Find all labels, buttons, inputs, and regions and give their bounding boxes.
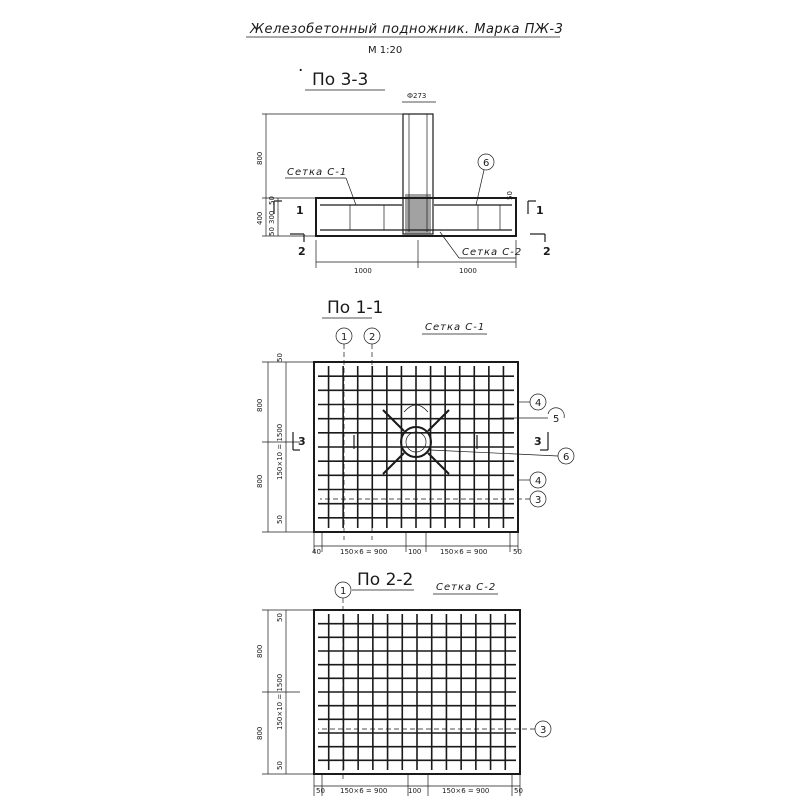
bubble-6-leader	[429, 449, 559, 457]
dim-900-left: 150×6 = 900	[340, 787, 387, 795]
dim-50-bottom: 50	[268, 227, 276, 236]
diagonal-bar	[382, 409, 405, 432]
dim-small-50: 50	[506, 191, 514, 200]
bar-5-arc	[403, 404, 429, 413]
pipe-diameter-label: Ф273	[407, 92, 426, 100]
drawing-scale: М 1:20	[368, 45, 402, 56]
cut-label-3-right: 3	[534, 435, 542, 448]
mesh-c1-grid	[318, 366, 514, 528]
diagonal-bar	[382, 452, 405, 475]
cut-label-2-left: 2	[298, 245, 306, 258]
callout-bubble-4b-text: 4	[535, 476, 541, 487]
mesh-c2-grid	[318, 614, 516, 770]
mesh-c1-frame	[313, 361, 519, 533]
dim-50-top: 50	[276, 353, 284, 362]
dim-50-right: 50	[513, 548, 522, 556]
dim-50-top: 50	[268, 196, 276, 205]
callout-bubble-3-text: 3	[540, 725, 546, 736]
callout-bubble-3-text: 3	[535, 495, 541, 506]
footing-slab	[315, 197, 517, 237]
dim-1500: 150×10 = 1500	[276, 424, 284, 480]
callout-6-leader	[475, 169, 485, 206]
diagonal-bar	[427, 409, 450, 432]
dim-900-right: 150×6 = 900	[442, 787, 489, 795]
dim-900-right: 150×6 = 900	[440, 548, 487, 556]
cut-label-3-left: 3	[298, 435, 306, 448]
callout-bubble-5-text: 5	[553, 414, 559, 425]
pipe-opening	[400, 426, 432, 458]
cut-label-2-right: 2	[543, 245, 551, 258]
dim-40: 40	[312, 548, 321, 556]
dim-50-bottom: 50	[276, 761, 284, 770]
dim-800-upper: 800	[256, 645, 264, 658]
dim-50-bottom: 50	[276, 515, 284, 524]
dim-300: 300	[268, 211, 276, 224]
dim-50-left: 50	[316, 787, 325, 795]
section-1-1-heading: По 1-1	[327, 298, 383, 318]
callout-bubble-6-text: 6	[563, 452, 569, 463]
diagonal-bar	[427, 452, 450, 475]
dim-50-right: 50	[514, 787, 523, 795]
dim-1000-right: 1000	[459, 267, 477, 275]
mesh-c1-leader	[345, 177, 357, 206]
dim-800-lower: 800	[256, 727, 264, 740]
dim-100: 100	[408, 787, 421, 795]
mesh-c2-leader	[439, 231, 460, 259]
section-2-2-heading: По 2-2	[357, 570, 413, 590]
section-2-2: По 2-2 Сетка С-2 1 3 800 150×10 = 1500 8…	[256, 570, 552, 796]
dim-400: 400	[256, 212, 264, 225]
section-1-1: По 1-1 Сетка С-1 1 2 3 3 4	[256, 298, 575, 556]
dim-800-upper: 800	[256, 399, 264, 412]
callout-bubble-5	[547, 407, 565, 419]
section-3-3-marker: ·	[298, 61, 303, 81]
dim-1000-left: 1000	[354, 267, 372, 275]
callout-bubble-2-text: 2	[369, 332, 375, 343]
cut-label-1-left: 1	[296, 204, 304, 217]
section-3-3: По 3-3 · Ф273 800 400 50 300 50 Сетка	[256, 61, 551, 275]
mesh-c1-plan-label: Сетка С-1	[425, 322, 485, 333]
dim-50-top: 50	[276, 613, 284, 622]
mesh-c2-plan-label: Сетка С-2	[436, 582, 496, 593]
dim-900-left: 150×6 = 900	[340, 548, 387, 556]
dim-100: 100	[408, 548, 421, 556]
section-3-3-heading: По 3-3	[312, 70, 368, 90]
callout-bubble-1-text: 1	[341, 332, 347, 343]
dim-800-lower: 800	[256, 475, 264, 488]
dim-1500: 150×10 = 1500	[276, 674, 284, 730]
pipe-opening-inner	[405, 431, 427, 453]
mesh-c2-label: Сетка С-2	[462, 247, 522, 258]
callout-bubble-6	[477, 153, 495, 171]
callout-bubble-4-text: 4	[535, 398, 541, 409]
cut-label-1-right: 1	[536, 204, 544, 217]
drawing-title: Железобетонный подножник. Марка ПЖ-3	[249, 22, 563, 37]
callout-bubble-1-text: 1	[340, 586, 346, 597]
mesh-c2-frame	[313, 609, 521, 775]
callout-bubble-6-text: 6	[483, 158, 489, 169]
dim-800: 800	[256, 152, 264, 165]
mesh-c1-label: Сетка С-1	[287, 167, 347, 178]
